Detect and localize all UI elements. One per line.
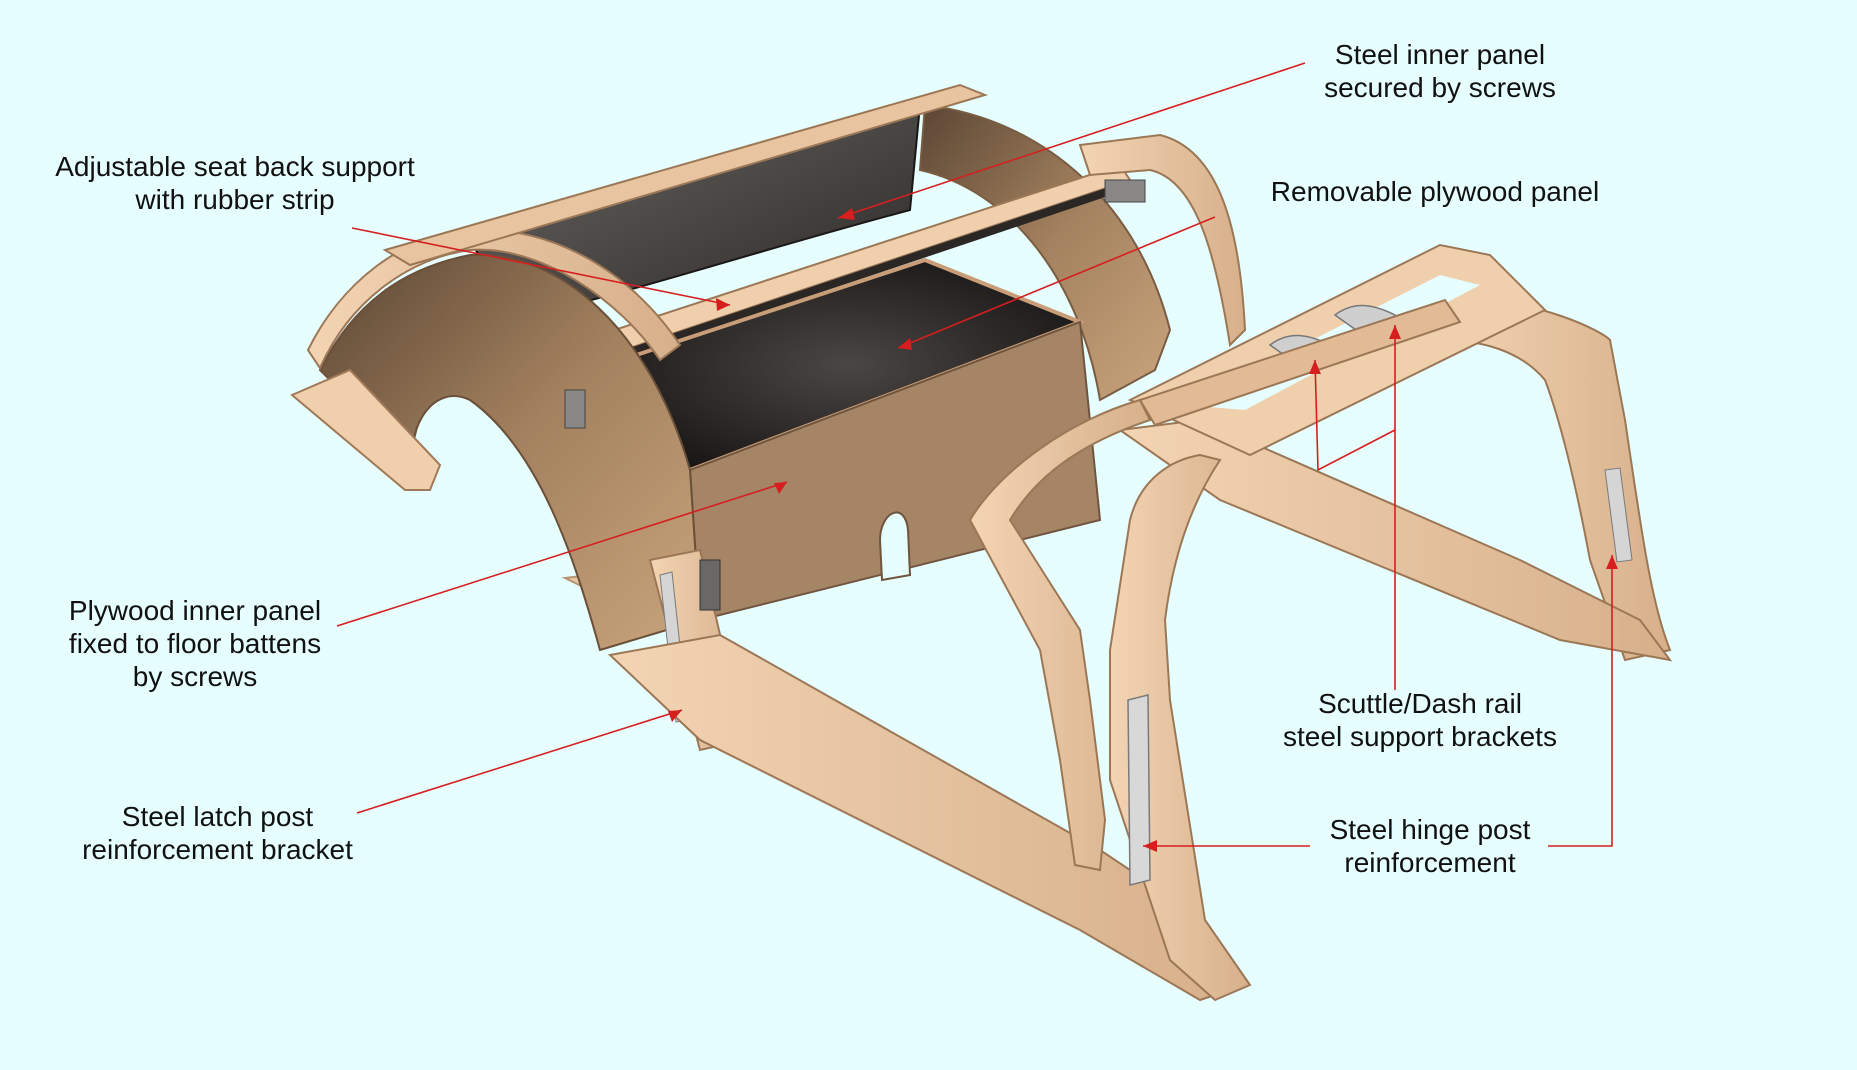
leader-latch-post [356,709,683,814]
label-seat-back-support: Adjustable seat back support with rubber… [55,151,415,215]
rear-left-arch [318,253,702,652]
leader-plywood-inner [336,481,788,627]
label-plywood-inner-panel: Plywood inner panel fixed to floor batte… [68,595,322,692]
leader-seat-back [351,227,731,306]
rear-left-skirt [290,368,442,491]
hinge-post-reinforcement [1127,694,1151,886]
rear-top-rail [382,83,989,267]
label-scuttle-dash-brackets: Scuttle/Dash rail steel support brackets [1283,688,1557,752]
leader-lines [336,62,1613,847]
front-left-side-frame [968,398,1152,872]
label-hinge-post-reinforcement: Steel hinge post reinforcement [1329,814,1531,878]
leader-hinge-post [1548,555,1613,847]
leader-arrowheads [668,208,1618,852]
leader-removable-plywood [897,216,1216,349]
leader-scuttle-dash [1314,359,1396,690]
label-latch-post-bracket: Steel latch post reinforcement bracket [82,801,353,865]
label-steel-inner-panel: Steel inner panel secured by screws [1324,39,1556,103]
leader-steel-inner-panel [837,62,1306,219]
label-removable-plywood-panel: Removable plywood panel [1270,176,1600,207]
rear-tub [290,83,1247,1002]
front-crossbar [1138,298,1462,427]
rear-right-frame [1078,133,1247,348]
